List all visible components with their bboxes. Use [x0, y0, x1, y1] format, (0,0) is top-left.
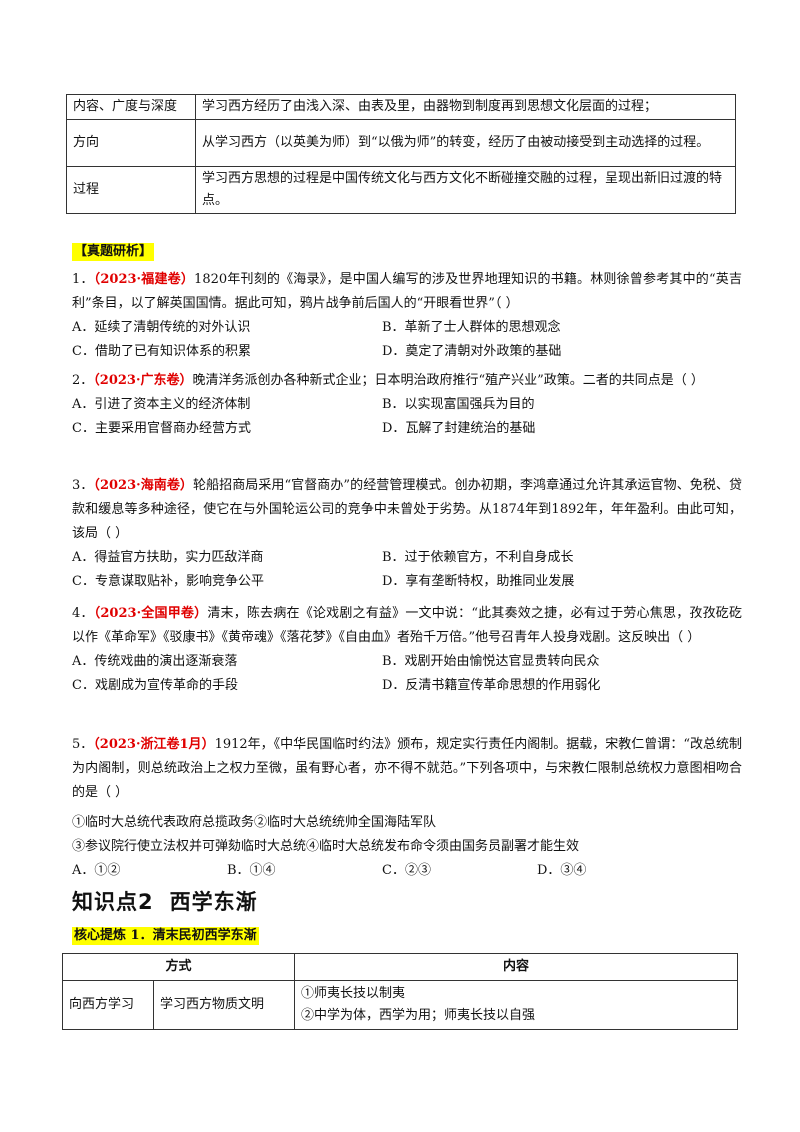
question-2: 2．（2023·广东卷）晚清洋务派创办各种新式企业；日本明治政府推行“殖产兴业”… — [72, 369, 742, 441]
question-number: 3． — [72, 478, 94, 493]
question-5: 5．（2023·浙江卷1月）1912年，《中华民国临时约法》颁布，规定实行责任内… — [72, 733, 742, 883]
row-value: 学习西方思想的过程是中国传统文化与西方文化不断碰撞交融的过程，呈现出新旧过渡的特… — [195, 166, 736, 214]
table-row: 过程 学习西方思想的过程是中国传统文化与西方文化不断碰撞交融的过程，呈现出新旧过… — [66, 166, 736, 214]
question-source: （2023·广东卷） — [93, 373, 193, 388]
knowledge-point-title: 西学东渐 — [169, 890, 258, 914]
option-d: D．奠定了清朝对外政策的基础 — [382, 344, 562, 359]
option-d: D．反清书籍宣传革命思想的作用弱化 — [382, 678, 601, 693]
table-header-row: 方式 内容 — [62, 953, 738, 981]
options: A．延续了清朝传统的对外认识 B．革新了士人群体的思想观念 C．借助了已有知识体… — [72, 316, 742, 364]
knowledge-point-label: 知识点2 — [72, 890, 154, 914]
question-text: 1912年，《中华民国临时约法》颁布，规定实行责任内阁制。据载，宋教仁曾谓：“改… — [72, 737, 742, 800]
question-text: 清末，陈去病在《论戏剧之有益》一文中说：“此其奏效之捷，必有过于劳心焦思，孜孜矻… — [72, 606, 742, 645]
method-category: 向西方学习 — [62, 980, 154, 1030]
header-method: 方式 — [62, 953, 295, 981]
question-stem: 1．（2023·福建卷）1820年刊刻的《海录》，是中国人编写的涉及世界地理知识… — [72, 268, 742, 316]
table-row: 向西方学习 学习西方物质文明 ①师夷长技以制夷 ②中学为体，西学为用；师夷长技以… — [62, 980, 738, 1030]
option-c: C．戏剧成为宣传革命的手段 — [72, 678, 238, 693]
method-detail: 学习西方物质文明 — [153, 980, 295, 1030]
option-a: A．①② — [72, 863, 121, 878]
knowledge-point-heading: 知识点2 西学东渐 — [72, 886, 258, 916]
option-c: C．借助了已有知识体系的积累 — [72, 344, 251, 359]
question-4: 4．（2023·全国甲卷）清末，陈去病在《论戏剧之有益》一文中说：“此其奏效之捷… — [72, 602, 742, 698]
question-stem: 2．（2023·广东卷）晚清洋务派创办各种新式企业；日本明治政府推行“殖产兴业”… — [72, 369, 742, 393]
section-tag: 【真题研析】 — [72, 243, 155, 261]
question-stem: 4．（2023·全国甲卷）清末，陈去病在《论戏剧之有益》一文中说：“此其奏效之捷… — [72, 602, 742, 650]
option-b: B．革新了士人群体的思想观念 — [382, 320, 561, 335]
option-a: A．得益官方扶助，实力匹敌洋商 — [72, 550, 264, 565]
table-row: 内容、广度与深度 学习西方经历了由浅入深、由表及里，由器物到制度再到思想文化层面… — [66, 94, 736, 120]
question-source: （2023·海南卷） — [93, 478, 193, 493]
option-d: D．瓦解了封建统治的基础 — [382, 421, 536, 436]
option-b: B．戏剧开始由愉悦达官显贵转向民众 — [382, 654, 600, 669]
option-b: B．①④ — [227, 863, 276, 878]
options: A．传统戏曲的演出逐渐衰落 B．戏剧开始由愉悦达官显贵转向民众 C．戏剧成为宣传… — [72, 650, 742, 698]
row-key: 方向 — [66, 119, 196, 167]
question-text: 轮船招商局采用“官督商办”的经营管理模式。创办初期，李鸿章通过允许其承运官物、免… — [72, 478, 742, 541]
row-value: 从学习西方（以英美为师）到“以俄为师”的转变，经历了由被动接受到主动选择的过程。 — [195, 119, 736, 167]
content-item: ①师夷长技以制夷 — [301, 986, 406, 1001]
header-content: 内容 — [294, 953, 738, 981]
question-3: 3．（2023·海南卷）轮船招商局采用“官督商办”的经营管理模式。创办初期，李鸿… — [72, 474, 742, 594]
statement: ③参议院行使立法权并可弹劾临时大总统④临时大总统发布命令须由国务员副署才能生效 — [72, 839, 580, 854]
row-key: 过程 — [66, 166, 196, 214]
question-number: 5． — [72, 737, 94, 752]
option-d: D．③④ — [537, 863, 587, 878]
option-c: C．②③ — [382, 863, 431, 878]
question-number: 4． — [72, 606, 94, 621]
content-cell: ①师夷长技以制夷 ②中学为体，西学为用；师夷长技以自强 — [294, 980, 738, 1030]
core-summary-tag: 核心提炼 1．清末民初西学东渐 — [72, 927, 259, 945]
question-source: （2023·浙江卷1月） — [93, 737, 215, 752]
row-value: 学习西方经历了由浅入深、由表及里，由器物到制度再到思想文化层面的过程； — [195, 94, 736, 120]
question-text: 1820年刊刻的《海录》，是中国人编写的涉及世界地理知识的书籍。林则徐曾参考其中… — [72, 272, 742, 311]
row-key: 内容、广度与深度 — [66, 94, 196, 120]
method-content-table: 方式 内容 向西方学习 学习西方物质文明 ①师夷长技以制夷 ②中学为体，西学为用… — [62, 953, 738, 1030]
question-number: 2． — [72, 373, 94, 388]
options: A．①② B．①④ C．②③ D．③④ — [72, 859, 742, 883]
option-b: B．过于依赖官方，不利自身成长 — [382, 550, 574, 565]
question-source: （2023·福建卷） — [93, 272, 195, 287]
question-stem: 5．（2023·浙江卷1月）1912年，《中华民国临时约法》颁布，规定实行责任内… — [72, 733, 742, 805]
option-a: A．传统戏曲的演出逐渐衰落 — [72, 654, 238, 669]
question-stem: 3．（2023·海南卷）轮船招商局采用“官督商办”的经营管理模式。创办初期，李鸿… — [72, 474, 742, 546]
summary-table: 内容、广度与深度 学习西方经历了由浅入深、由表及里，由器物到制度再到思想文化层面… — [66, 94, 736, 214]
content-item: ②中学为体，西学为用；师夷长技以自强 — [301, 1008, 536, 1023]
statement: ①临时大总统代表政府总揽政务②临时大总统统帅全国海陆军队 — [72, 815, 437, 830]
options: A．引进了资本主义的经济体制 B．以实现富国强兵为目的 C．主要采用官督商办经营… — [72, 393, 742, 441]
option-c: C．专意谋取贴补，影响竞争公平 — [72, 574, 264, 589]
question-text: 晚清洋务派创办各种新式企业；日本明治政府推行“殖产兴业”政策。二者的共同点是（ … — [192, 373, 704, 388]
question-source: （2023·全国甲卷） — [93, 606, 208, 621]
option-b: B．以实现富国强兵为目的 — [382, 397, 535, 412]
option-a: A．延续了清朝传统的对外认识 — [72, 320, 251, 335]
table-row: 方向 从学习西方（以英美为师）到“以俄为师”的转变，经历了由被动接受到主动选择的… — [66, 119, 736, 167]
question-number: 1． — [72, 272, 94, 287]
option-c: C．主要采用官督商办经营方式 — [72, 421, 251, 436]
question-1: 1．（2023·福建卷）1820年刊刻的《海录》，是中国人编写的涉及世界地理知识… — [72, 268, 742, 364]
options: A．得益官方扶助，实力匹敌洋商 B．过于依赖官方，不利自身成长 C．专意谋取贴补… — [72, 546, 742, 594]
option-a: A．引进了资本主义的经济体制 — [72, 397, 251, 412]
option-d: D．享有垄断特权，助推同业发展 — [382, 574, 575, 589]
